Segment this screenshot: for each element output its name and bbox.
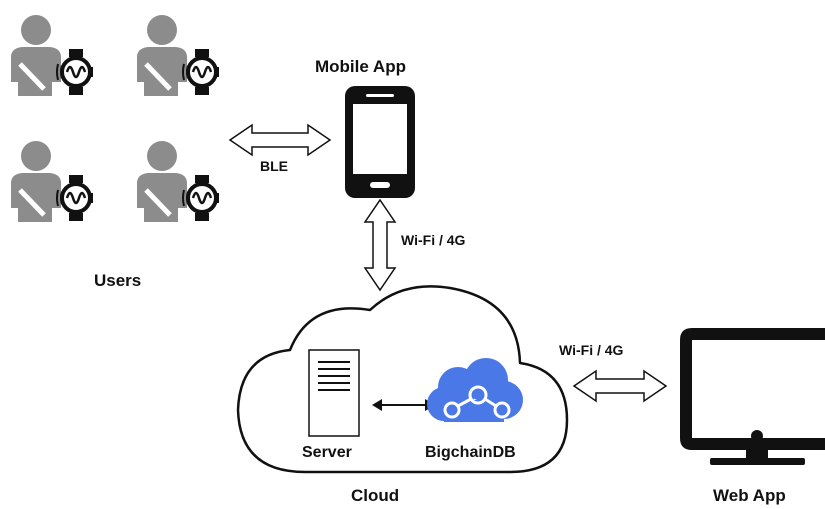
user-4-icon [137,141,219,222]
users-label: Users [94,271,142,290]
user-1-icon [11,15,93,96]
user-3-icon [11,141,93,222]
web-app-label: Web App [713,486,786,505]
wifi-4g-top-label: Wi-Fi / 4G [401,232,466,248]
server-tower-icon [308,349,360,437]
server-label: Server [302,444,352,461]
wifi-4g-right-label: Wi-Fi / 4G [559,342,624,358]
bigchaindb-logo-icon [427,358,523,422]
ble-arrow [228,123,332,157]
smartphone-icon [345,86,415,198]
user-2-icon [137,15,219,96]
cloud-label: Cloud [351,486,400,505]
bigchaindb-label: BigchainDB [425,444,516,461]
wifi-4g-horizontal-arrow [572,369,668,403]
mobile-app-label: Mobile App [315,57,406,76]
cloud-shape [236,285,569,474]
ble-label: BLE [260,158,288,174]
desktop-monitor-icon [680,328,825,465]
wifi-4g-vertical-arrow [363,198,397,292]
